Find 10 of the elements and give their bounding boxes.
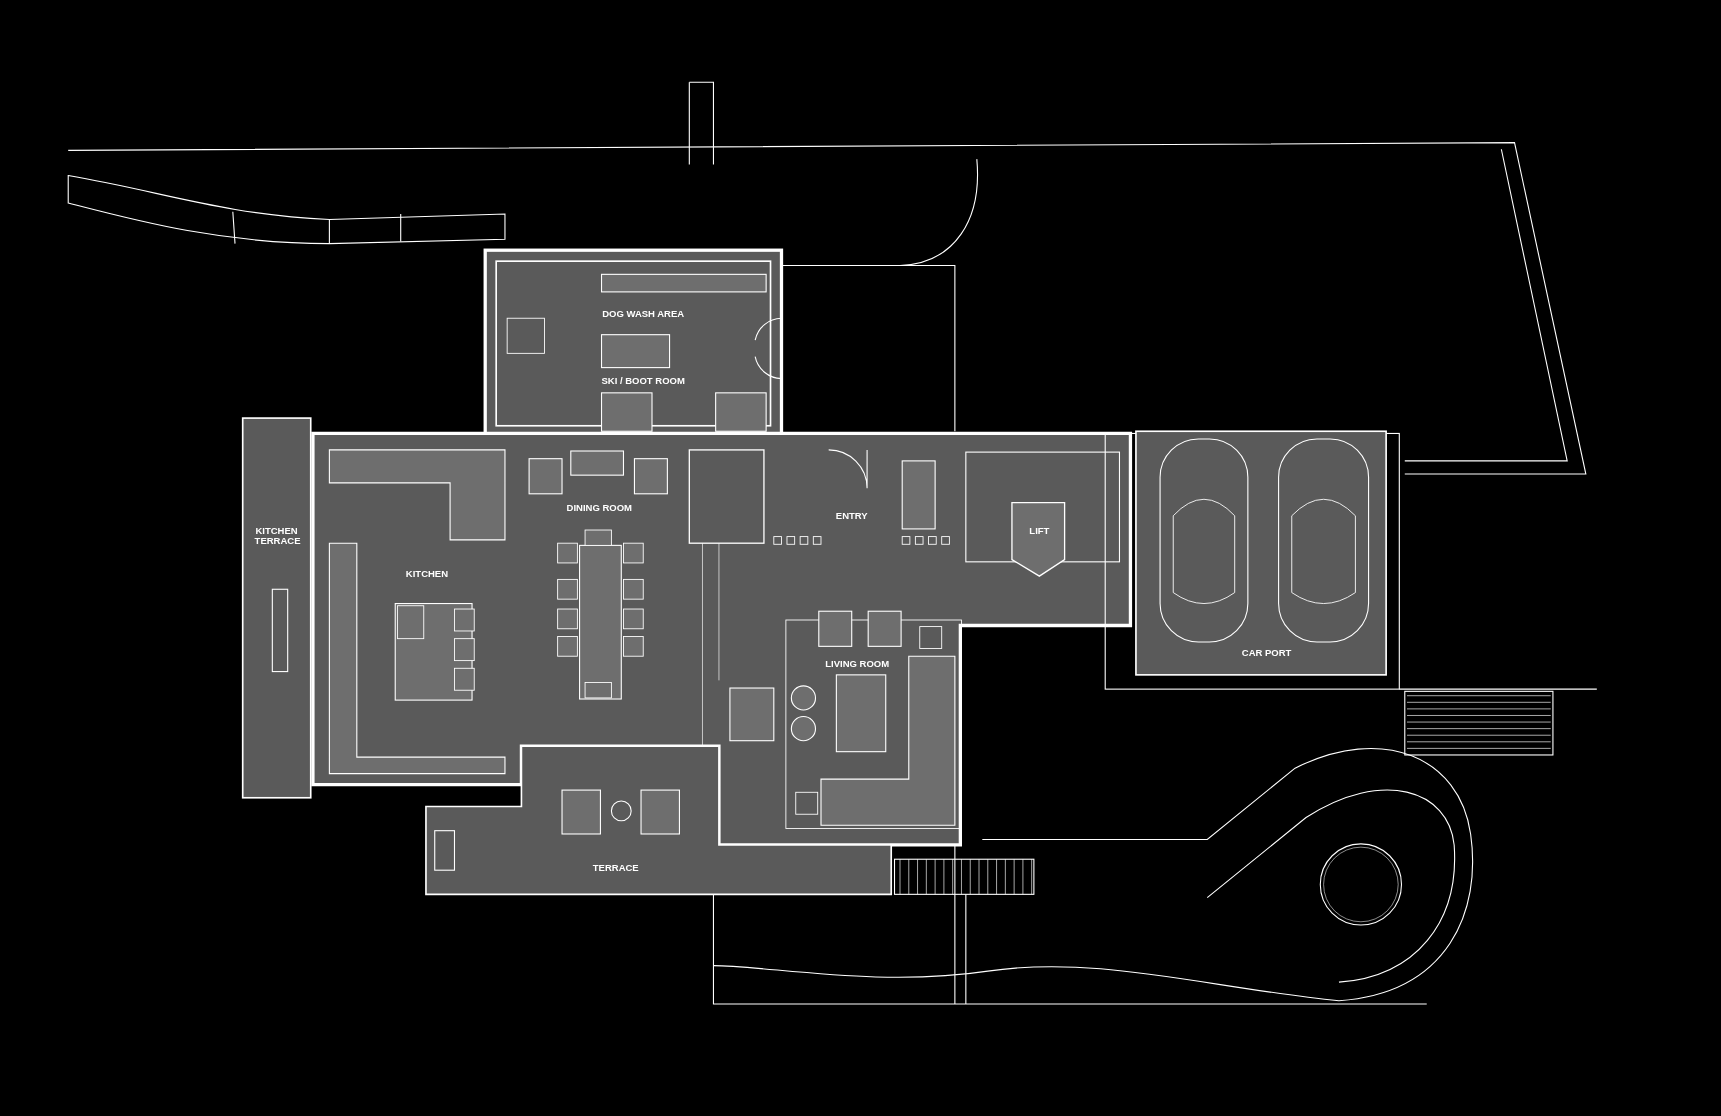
room-label: TERRACE — [592, 863, 639, 874]
room-label: CAR PORT — [1241, 648, 1292, 659]
room-label: KITCHEN — [405, 569, 449, 579]
room-label: KITCHEN TERRACE — [254, 525, 299, 546]
room-label: DOG WASH AREA — [602, 308, 685, 319]
room-label: SKI / BOOT ROOM — [601, 375, 685, 386]
room-label: ENTRY — [835, 510, 868, 521]
room-label: DINING ROOM — [566, 503, 632, 514]
room-label: LIFT — [1029, 526, 1050, 537]
room-label: LIVING ROOM — [825, 659, 890, 669]
